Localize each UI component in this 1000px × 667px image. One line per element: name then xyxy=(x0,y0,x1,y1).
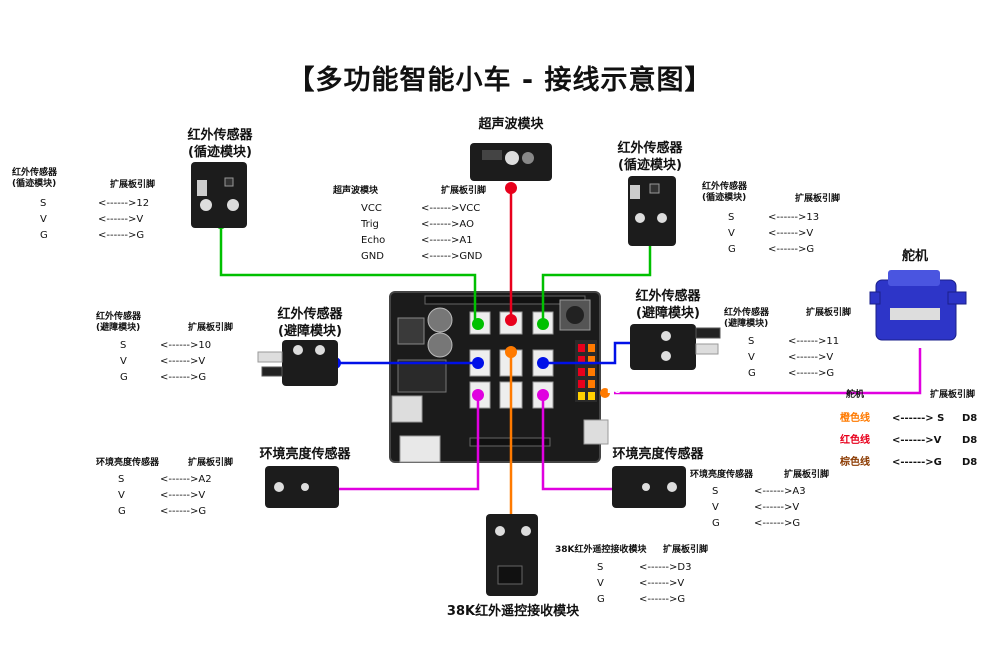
ultrasonic-module xyxy=(470,143,552,181)
servo-motor xyxy=(869,270,967,341)
wire-track-left xyxy=(219,223,477,324)
table-row: VCC<------>VCC xyxy=(361,203,481,214)
table-row: V<------>V xyxy=(40,214,144,225)
table-row: V<------>V xyxy=(597,578,685,589)
label-servo: 舵机 xyxy=(901,249,928,264)
wire-light-right xyxy=(541,395,622,491)
table-row: S<------>A3 xyxy=(712,486,806,497)
pin-table-light-left: 环境亮度传感器 扩展板引脚 S<------>A2 V<------>V G<-… xyxy=(96,458,233,520)
label-light-left: 环境亮度传感器 xyxy=(259,447,351,462)
light-left-module xyxy=(265,466,339,508)
table-pin-header: 扩展板引脚 xyxy=(806,308,852,318)
table-row: Trig<------>AO xyxy=(361,219,474,230)
table-row: S<------>11 xyxy=(748,336,840,347)
table-module: 38K红外遥控接收模块 xyxy=(555,545,647,555)
table-row: G<------>G xyxy=(120,372,207,383)
wire-color-label: 棕色线 xyxy=(840,457,870,468)
table-pin-header: 扩展板引脚 xyxy=(930,390,976,400)
table-row: G<------>G xyxy=(118,506,207,517)
table-row: V<------>V xyxy=(748,352,834,363)
table-row: S<------>13 xyxy=(728,212,820,223)
label-ir-track-right: 红外传感器 (循迹模块) xyxy=(617,141,683,173)
table-row: Echo<------>A1 xyxy=(361,235,473,246)
board-pin-label: D8 xyxy=(607,386,621,396)
ir-avoid-left-module xyxy=(257,340,338,386)
wires xyxy=(219,188,922,520)
pin-table-avoid-left: 红外传感器 (避障模块) 扩展板引脚 S<------>10 V<------>… xyxy=(96,312,233,386)
table-pin-header: 扩展板引脚 xyxy=(795,194,841,204)
table-row: S<------>A2 xyxy=(118,474,212,485)
pin-table-avoid-right: 红外传感器 (避障模块) 扩展板引脚 S<------>11 V<------>… xyxy=(724,308,851,382)
ir-track-right-module xyxy=(628,176,676,246)
table-pin-header: 扩展板引脚 xyxy=(188,323,234,333)
table-module: 红外传感器 (避障模块) xyxy=(724,308,770,329)
table-pin-header: 扩展板引脚 xyxy=(663,545,709,555)
table-row: G<------>G xyxy=(748,368,835,379)
expansion-board xyxy=(389,291,609,463)
table-row: GND<------>GND xyxy=(361,251,483,262)
wire-light-left xyxy=(328,395,480,491)
table-module: 红外传感器 (避障模块) xyxy=(96,312,142,333)
table-module: 舵机 xyxy=(846,390,865,400)
wire-servo xyxy=(614,348,922,395)
table-row: S<------>10 xyxy=(120,340,212,351)
table-pin-header: 扩展板引脚 xyxy=(110,180,156,190)
table-row: G<------>G xyxy=(597,594,686,605)
table-row: V<------>V xyxy=(120,356,206,367)
pin-table-track-right: 红外传感器 (循迹模块) 扩展板引脚 S<------>13 V<------>… xyxy=(702,182,840,258)
ir-track-left-module xyxy=(191,162,247,228)
wire-color-label: 红色线 xyxy=(840,435,870,446)
table-row: G<------>G xyxy=(728,244,815,255)
table-module: 红外传感器 (循迹模块) xyxy=(702,182,748,203)
label-ir-track-left: 红外传感器 (循迹模块) xyxy=(187,128,253,160)
table-row: V<------>V xyxy=(118,490,206,501)
table-row: V<------>V xyxy=(712,502,800,513)
label-ir-avoid-right: 红外传感器 (避障模块) xyxy=(635,289,701,321)
pin-table-ultrasonic: 超声波模块 扩展板引脚 VCC<------>VCC Trig<------>A… xyxy=(333,186,486,265)
table-row: G<------>G xyxy=(712,518,801,529)
label-ir-avoid-left: 红外传感器 (避障模块) xyxy=(277,307,343,339)
table-module: 红外传感器 (循迹模块) xyxy=(12,168,58,189)
table-row: S<------>D3 xyxy=(597,562,692,573)
table-pin-header: 扩展板引脚 xyxy=(188,458,234,468)
table-module: 环境亮度传感器 xyxy=(690,470,754,480)
table-pin-header: 扩展板引脚 xyxy=(784,470,830,480)
wire-track-right xyxy=(541,237,652,324)
pin-table-ir-receiver: 38K红外遥控接收模块 扩展板引脚 S<------>D3 V<------>V… xyxy=(555,545,708,608)
wire-avoid-right xyxy=(543,341,640,365)
label-ir-receiver: 38K红外遥控接收模块 xyxy=(446,604,580,619)
table-pin-header: 扩展板引脚 xyxy=(441,186,487,196)
wire-color-label: 橙色线 xyxy=(840,413,870,424)
ir-avoid-right-module xyxy=(630,324,721,370)
table-module: 超声波模块 xyxy=(333,186,379,196)
ir-receiver-module xyxy=(486,514,538,596)
table-row: S<------>12 xyxy=(40,198,150,209)
pin-table-light-right: 环境亮度传感器 扩展板引脚 S<------>A3 V<------>V G<-… xyxy=(690,470,829,532)
light-right-module xyxy=(612,466,686,508)
label-light-right: 环境亮度传感器 xyxy=(612,447,704,462)
table-module: 环境亮度传感器 xyxy=(96,458,160,468)
table-row: G<------>G xyxy=(40,230,145,241)
label-ultrasonic: 超声波模块 xyxy=(478,117,544,132)
table-row: V<------>V xyxy=(728,228,814,239)
pin-table-track-left: 红外传感器 (循迹模块) 扩展板引脚 S<------>12 V<------>… xyxy=(12,168,155,244)
page-title: 【多功能智能小车 - 接线示意图】 xyxy=(287,65,713,96)
